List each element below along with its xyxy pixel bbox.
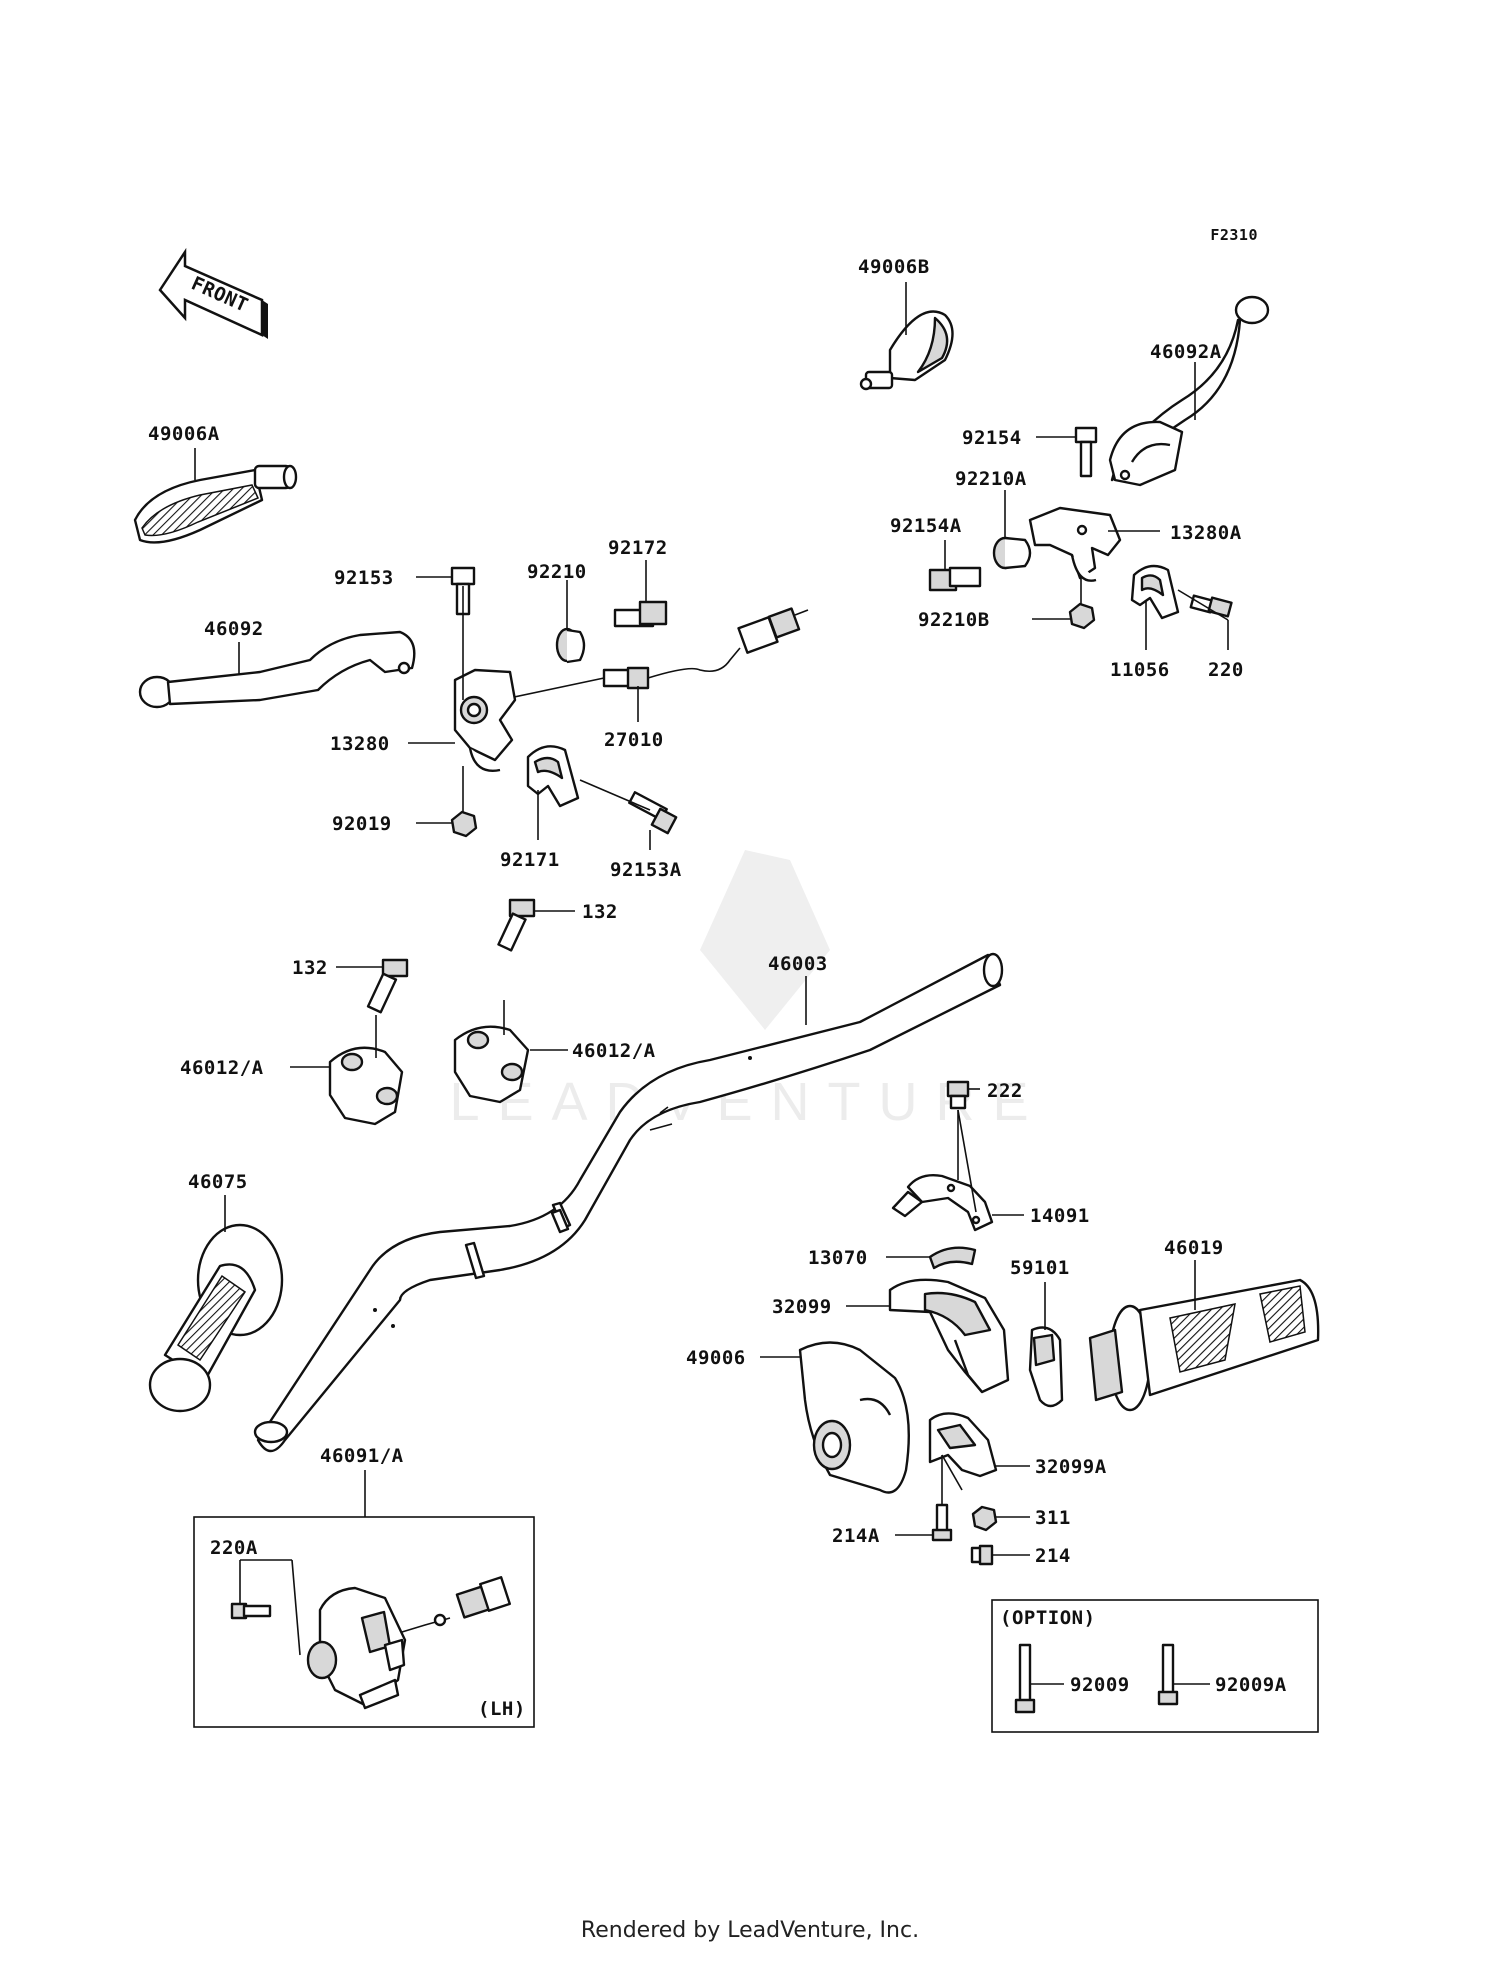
part-number-label: 13280A bbox=[1170, 522, 1242, 544]
part-number-label: 59101 bbox=[1010, 1257, 1070, 1279]
part-222 bbox=[946, 1080, 970, 1110]
part-number-label: 46092 bbox=[204, 618, 264, 640]
option-title: (OPTION) bbox=[1000, 1607, 1096, 1629]
lh-label: (LH) bbox=[478, 1698, 526, 1720]
part-number-label: 49006A bbox=[148, 423, 220, 445]
part-number-label: 214A bbox=[832, 1525, 880, 1547]
part-92154 bbox=[1074, 426, 1098, 478]
part-92210A bbox=[992, 536, 1032, 570]
part-number-label: 14091 bbox=[1030, 1205, 1090, 1227]
part-number-label: 46092A bbox=[1150, 341, 1222, 363]
part-214 bbox=[970, 1544, 994, 1566]
part-number-label: 92009A bbox=[1215, 1674, 1287, 1696]
part-number-label: 222 bbox=[987, 1080, 1023, 1102]
part-number-label: 311 bbox=[1035, 1507, 1071, 1529]
option-box bbox=[991, 1599, 1319, 1733]
part-59101 bbox=[1028, 1326, 1064, 1408]
part-92172 bbox=[613, 600, 668, 628]
part-46092A bbox=[1108, 295, 1270, 487]
part-number-label: 32099A bbox=[1035, 1456, 1107, 1478]
part-number-label: 92210B bbox=[918, 609, 990, 631]
watermark: LEADVENTURE bbox=[449, 850, 1029, 1132]
part-number-label: 92019 bbox=[332, 813, 392, 835]
part-number-label: 46012/A bbox=[180, 1057, 264, 1079]
part-32099 bbox=[888, 1278, 1010, 1394]
part-92019 bbox=[450, 810, 478, 838]
lh-switch-box bbox=[193, 1516, 535, 1728]
part-46012A-left bbox=[328, 1046, 404, 1126]
part-46092 bbox=[138, 630, 416, 709]
part-214A bbox=[931, 1503, 953, 1542]
part-14091 bbox=[891, 1173, 994, 1232]
part-132-lower bbox=[366, 958, 409, 1014]
part-number-label: 92210A bbox=[955, 468, 1027, 490]
part-number-label: 220A bbox=[210, 1537, 258, 1559]
part-49006 bbox=[798, 1341, 910, 1494]
part-220 bbox=[1189, 594, 1233, 618]
part-number-label: 92154A bbox=[890, 515, 962, 537]
part-132-upper bbox=[497, 898, 536, 952]
part-number-label: 92210 bbox=[527, 561, 587, 583]
part-46012A-right bbox=[453, 1025, 530, 1104]
part-number-label: 92009 bbox=[1070, 1674, 1130, 1696]
part-number-label: 220 bbox=[1208, 659, 1244, 681]
part-13070 bbox=[928, 1246, 977, 1270]
part-number-label: 92154 bbox=[962, 427, 1022, 449]
part-number-label: 92153A bbox=[610, 859, 682, 881]
part-number-label: 92171 bbox=[500, 849, 560, 871]
part-92153A bbox=[628, 791, 678, 835]
part-92210B bbox=[1068, 602, 1096, 630]
part-92009A bbox=[1157, 1643, 1179, 1706]
part-46075-grip bbox=[148, 1223, 284, 1413]
part-311 bbox=[971, 1505, 998, 1532]
part-number-label: 13070 bbox=[808, 1247, 868, 1269]
part-13280A bbox=[1028, 506, 1122, 582]
part-11056 bbox=[1130, 564, 1180, 620]
part-number-label: 49006 bbox=[686, 1347, 746, 1369]
part-number-label: 49006B bbox=[858, 256, 930, 278]
part-number-label: 11056 bbox=[1110, 659, 1170, 681]
part-number-label: 27010 bbox=[604, 729, 664, 751]
footer-credit: Rendered by LeadVenture, Inc. bbox=[580, 1918, 920, 1943]
part-number-label: 46012/A bbox=[572, 1040, 656, 1062]
part-number-label: 32099 bbox=[772, 1296, 832, 1318]
part-27010 bbox=[602, 607, 809, 690]
part-92210 bbox=[555, 627, 586, 664]
part-number-label: 132 bbox=[292, 957, 328, 979]
part-46003-handlebar bbox=[253, 952, 1004, 1453]
part-number-label: 46019 bbox=[1164, 1237, 1224, 1259]
part-32099A bbox=[928, 1412, 998, 1478]
part-13280 bbox=[453, 668, 517, 772]
diagram-code: F2310 bbox=[1210, 226, 1258, 244]
part-number-label: 46091/A bbox=[320, 1445, 404, 1467]
front-arrow-icon: FRONT bbox=[158, 247, 268, 339]
part-number-label: 132 bbox=[582, 901, 618, 923]
part-92154A bbox=[928, 566, 982, 592]
part-number-label: 92172 bbox=[608, 537, 668, 559]
part-number-label: 214 bbox=[1035, 1545, 1071, 1567]
part-number-label: 13280 bbox=[330, 733, 390, 755]
part-number-label: 46003 bbox=[768, 953, 828, 975]
part-49006A bbox=[133, 464, 298, 544]
part-46091A-switch bbox=[306, 1576, 511, 1710]
part-number-label: 92153 bbox=[334, 567, 394, 589]
part-92171 bbox=[526, 745, 580, 808]
part-number-label: 46075 bbox=[188, 1171, 248, 1193]
part-92009 bbox=[1014, 1643, 1036, 1714]
part-46019-grip bbox=[1088, 1278, 1320, 1412]
part-220A bbox=[230, 1602, 272, 1620]
